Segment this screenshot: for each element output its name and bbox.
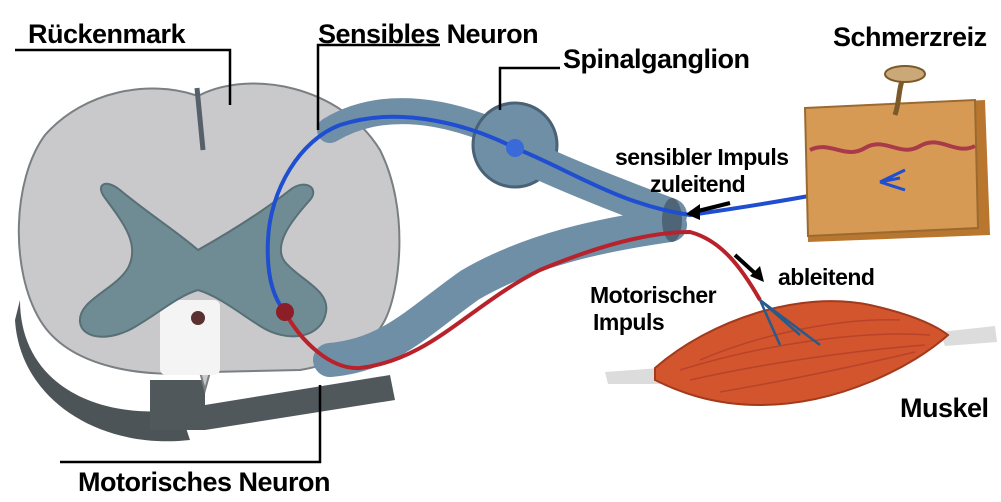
label-muscle: Muskel	[900, 393, 989, 423]
label-sensory-impulse-1: sensibler Impuls	[615, 144, 789, 170]
muscle-belly	[655, 301, 948, 405]
label-efferent: ableitend	[778, 264, 874, 290]
label-rueckenmark: Rückenmark	[28, 19, 187, 49]
skin-tissue	[805, 66, 990, 242]
central-canal	[191, 311, 205, 325]
pain-stimulus-head	[885, 66, 925, 82]
label-sensory-neuron: Sensibles Neuron	[318, 19, 538, 49]
motor-neuron-cell-body	[276, 303, 294, 321]
label-motor-impulse-1: Motorischer	[590, 282, 717, 308]
label-pain-stimulus: Schmerzreiz	[833, 22, 987, 52]
label-sensory-impulse-2: zuleitend	[650, 171, 745, 197]
muscle-tendon-right	[940, 326, 997, 346]
sensory-neuron-cell-body	[506, 139, 524, 157]
label-motor-impulse-2: Impuls	[593, 309, 664, 335]
anterior-fissure	[160, 300, 220, 375]
arrow-head	[686, 204, 700, 220]
label-motor-neuron: Motorisches Neuron	[78, 467, 330, 497]
spinal-cord-bottom	[150, 375, 395, 430]
label-spinal-ganglion: Spinalganglion	[563, 44, 750, 74]
muscle-tendon-left	[605, 368, 662, 384]
skin-face	[805, 100, 978, 236]
